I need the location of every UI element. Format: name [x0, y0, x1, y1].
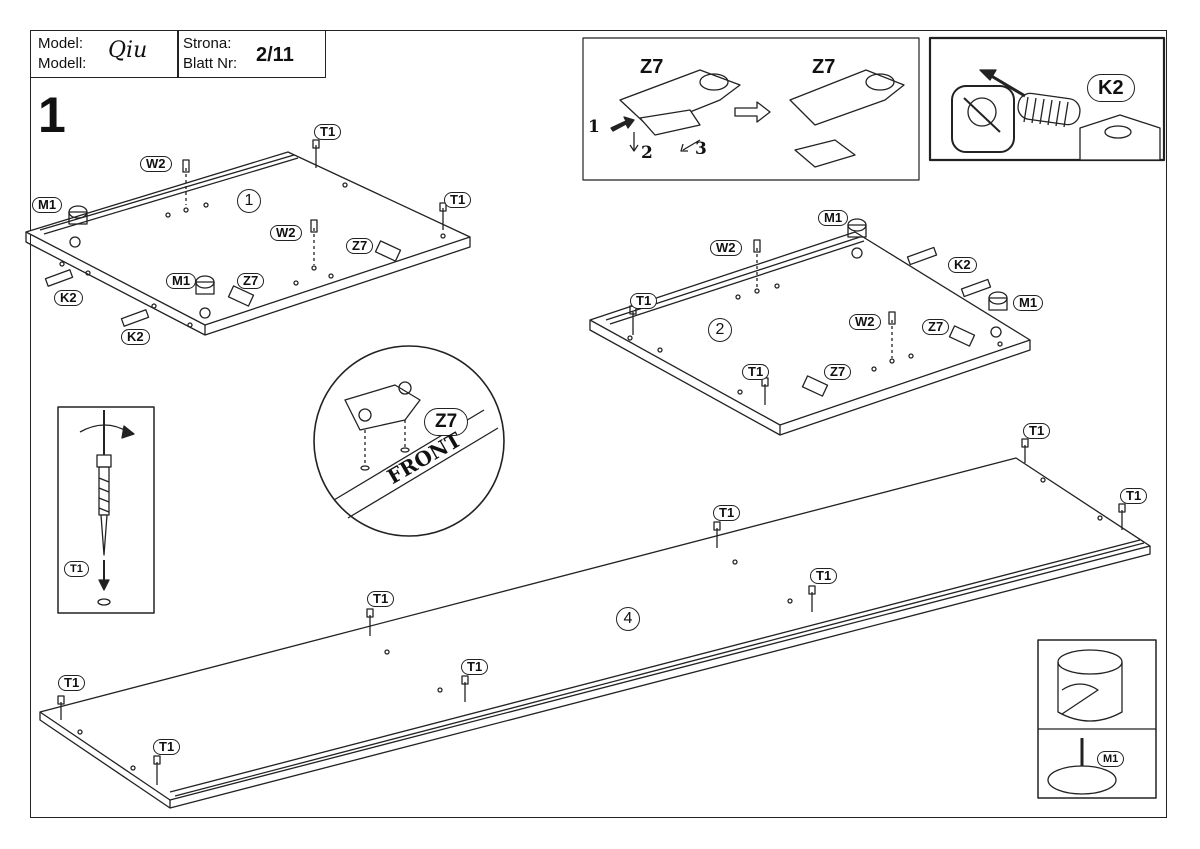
- part-label-t1: T1: [810, 568, 838, 584]
- part-label-t1: T1: [461, 659, 489, 675]
- part-label-w2: W2: [849, 314, 881, 330]
- page-number: 2/11: [256, 44, 294, 66]
- title-block-divider: [177, 30, 179, 78]
- part-label-t1: T1: [742, 364, 770, 380]
- front-detail-circle: [313, 345, 505, 537]
- part-label-w2: W2: [710, 240, 742, 256]
- part-label-k2: K2: [948, 257, 977, 273]
- part-label-k2: K2: [54, 290, 83, 306]
- part-label-t1: T1: [58, 675, 86, 691]
- title-block: Model: Modell: Qiu Strona: Blatt Nr: 2/1…: [30, 30, 326, 78]
- glue-warning-icon: [951, 85, 1015, 153]
- hinge-title-right: Z7: [812, 56, 836, 78]
- hinge-step-2: 2: [641, 143, 653, 163]
- part-label-t1: T1: [367, 591, 395, 607]
- front-detail-part-label: Z7: [424, 408, 469, 436]
- page-label-pl: Strona:: [183, 35, 232, 52]
- part-label-t1: T1: [314, 124, 342, 140]
- hinge-title-left: Z7: [640, 56, 664, 78]
- panel-number-1: 1: [237, 189, 261, 213]
- panel-1-hardware: [44, 139, 447, 327]
- part-label-w2: W2: [270, 225, 302, 241]
- cam-part-label: M1: [1097, 751, 1125, 767]
- insert-arrow-icon: [979, 69, 997, 81]
- part-label-t1: T1: [713, 505, 741, 521]
- panel-number-4: 4: [616, 607, 640, 631]
- cam-detail-box: [1037, 639, 1157, 799]
- model-name: Qiu: [108, 38, 148, 63]
- diagonal-arrow-icon: [682, 139, 701, 151]
- hinge-arm-before: [619, 69, 741, 136]
- hinge-arm-after: [789, 69, 905, 168]
- part-label-m1: M1: [818, 210, 849, 226]
- part-label-t1: T1: [444, 192, 472, 208]
- part-label-t1: T1: [630, 293, 658, 309]
- part-label-m1: M1: [166, 273, 197, 289]
- dowel-detail-box: [928, 36, 1166, 162]
- part-label-z7: Z7: [346, 238, 374, 254]
- part-label-m1: M1: [32, 197, 63, 213]
- step-number: 1: [38, 87, 66, 143]
- hinge-step-1: 1: [588, 117, 600, 137]
- model-label-de: Modell:: [38, 55, 87, 72]
- part-label-z7: Z7: [922, 319, 950, 335]
- part-label-t1: T1: [1120, 488, 1148, 504]
- screw-part-label: T1: [64, 561, 89, 577]
- part-label-k2: K2: [121, 329, 150, 345]
- hinge-detail-box: [582, 37, 920, 181]
- page-label-de: Blatt Nr:: [183, 55, 238, 72]
- part-label-z7: Z7: [824, 364, 852, 380]
- panel-number-2: 2: [708, 318, 732, 342]
- panel-4-board: [39, 457, 1151, 809]
- push-arrow-icon: [610, 116, 635, 132]
- panel-2-hardware: [629, 218, 1008, 405]
- part-label-m1: M1: [1013, 295, 1044, 311]
- part-label-w2: W2: [140, 156, 172, 172]
- screw-detail-box: [57, 406, 155, 614]
- page-frame: [30, 30, 1167, 818]
- part-label-z7: Z7: [237, 273, 265, 289]
- panel-1-board: [25, 151, 471, 336]
- arrow-right-icon: [734, 101, 771, 123]
- part-label-t1: T1: [153, 739, 181, 755]
- part-label-t1: T1: [1023, 423, 1051, 439]
- hinge-step-3: 3: [695, 139, 707, 159]
- panel-4-hardware: [57, 438, 1126, 785]
- model-label-pl: Model:: [38, 35, 84, 52]
- dowel-part-label: K2: [1087, 74, 1135, 102]
